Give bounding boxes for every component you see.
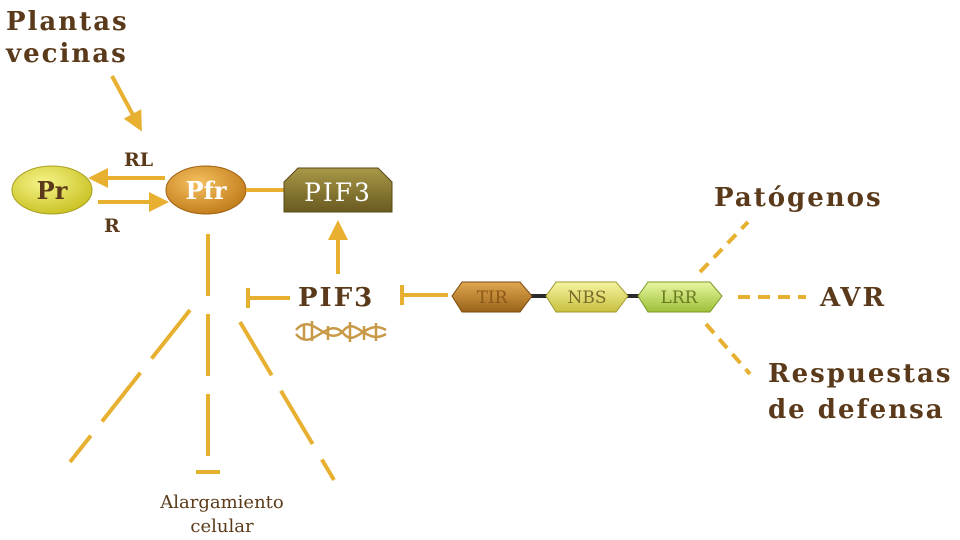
pfr-right-dashed: [238, 320, 336, 482]
pif3-box: [283, 167, 393, 213]
de-defensa-label: de defensa: [768, 395, 945, 425]
r-label: R: [104, 215, 120, 237]
avr-label: AVR: [819, 283, 886, 313]
celular-label: celular: [190, 516, 254, 537]
patogenos-label: Patógenos: [714, 183, 883, 213]
pfr-label: Pfr: [185, 176, 226, 205]
respuestas-label: Respuestas: [768, 359, 953, 389]
pif3-box-label: PIF3: [304, 178, 372, 207]
lrr-respuestas-dashed: [704, 322, 752, 376]
dna-helix-icon: [295, 321, 387, 342]
lrr-domain: [637, 281, 723, 313]
rl-label: RL: [124, 149, 153, 171]
pif3-label: PIF3: [298, 283, 374, 313]
alargamiento-label: Alargamiento: [159, 492, 284, 513]
lrr-label: LRR: [661, 288, 699, 308]
lrr-patogenos-dashed: [698, 220, 750, 274]
pr-node: [11, 165, 93, 215]
plantas-label: Plantas: [6, 7, 129, 37]
tir-label: TIR: [477, 288, 509, 308]
tir-domain: [451, 281, 533, 313]
vecinas-label: vecinas: [5, 39, 128, 69]
pfr-left-dashed: [68, 308, 192, 464]
plantas-arrow: [110, 75, 142, 132]
pr-label: Pr: [37, 176, 68, 205]
nbs-label: NBS: [567, 288, 606, 308]
nbs-domain: [545, 281, 629, 313]
